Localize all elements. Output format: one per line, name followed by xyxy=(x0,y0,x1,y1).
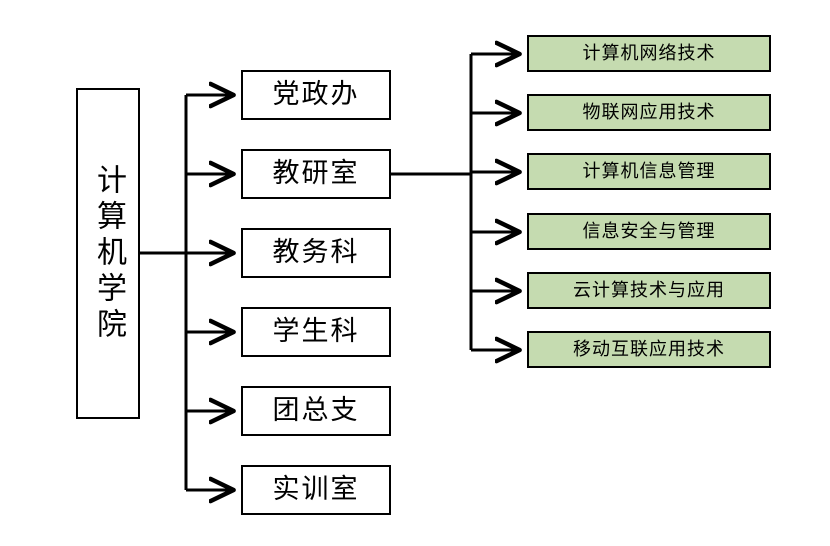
node-department-label: 党政办 xyxy=(272,79,360,111)
node-department-label: 学生科 xyxy=(272,316,360,348)
node-major-label: 物联网应用技术 xyxy=(582,101,716,123)
node-major-computer-information-management[interactable]: 计算机信息管理 xyxy=(527,153,771,190)
node-department-label: 教务科 xyxy=(272,237,360,269)
node-department-label: 实训室 xyxy=(272,474,360,506)
node-major-label: 云计算技术与应用 xyxy=(573,279,725,301)
node-department-academic-affairs[interactable]: 教务科 xyxy=(241,228,391,278)
node-major-iot-application-technology[interactable]: 物联网应用技术 xyxy=(527,94,771,131)
node-department-label: 团总支 xyxy=(272,395,360,427)
node-major-label: 信息安全与管理 xyxy=(582,220,716,242)
node-department-training-center[interactable]: 实训室 xyxy=(241,465,391,515)
node-department-label: 教研室 xyxy=(272,158,360,190)
node-major-label: 计算机网络技术 xyxy=(582,42,716,64)
edge-root-to-departments-trunk xyxy=(139,95,188,490)
node-department-student-affairs[interactable]: 学生科 xyxy=(241,307,391,357)
node-department-youth-league-branch[interactable]: 团总支 xyxy=(241,386,391,436)
node-major-label: 计算机信息管理 xyxy=(582,160,716,182)
node-college-root-label: 计算机学院 xyxy=(91,163,126,344)
node-department-party-admin-office[interactable]: 党政办 xyxy=(241,70,391,120)
node-department-teaching-research-office[interactable]: 教研室 xyxy=(241,149,391,199)
node-major-label: 移动互联应用技术 xyxy=(573,338,725,360)
edge-teaching-office-to-majors-trunk xyxy=(391,54,473,350)
node-major-cloud-computing-technology-application[interactable]: 云计算技术与应用 xyxy=(527,272,771,309)
node-major-mobile-internet-application-technology[interactable]: 移动互联应用技术 xyxy=(527,331,771,368)
node-major-information-security-management[interactable]: 信息安全与管理 xyxy=(527,213,771,250)
node-major-computer-network-technology[interactable]: 计算机网络技术 xyxy=(527,35,771,72)
node-college-root[interactable]: 计算机学院 xyxy=(76,88,140,419)
